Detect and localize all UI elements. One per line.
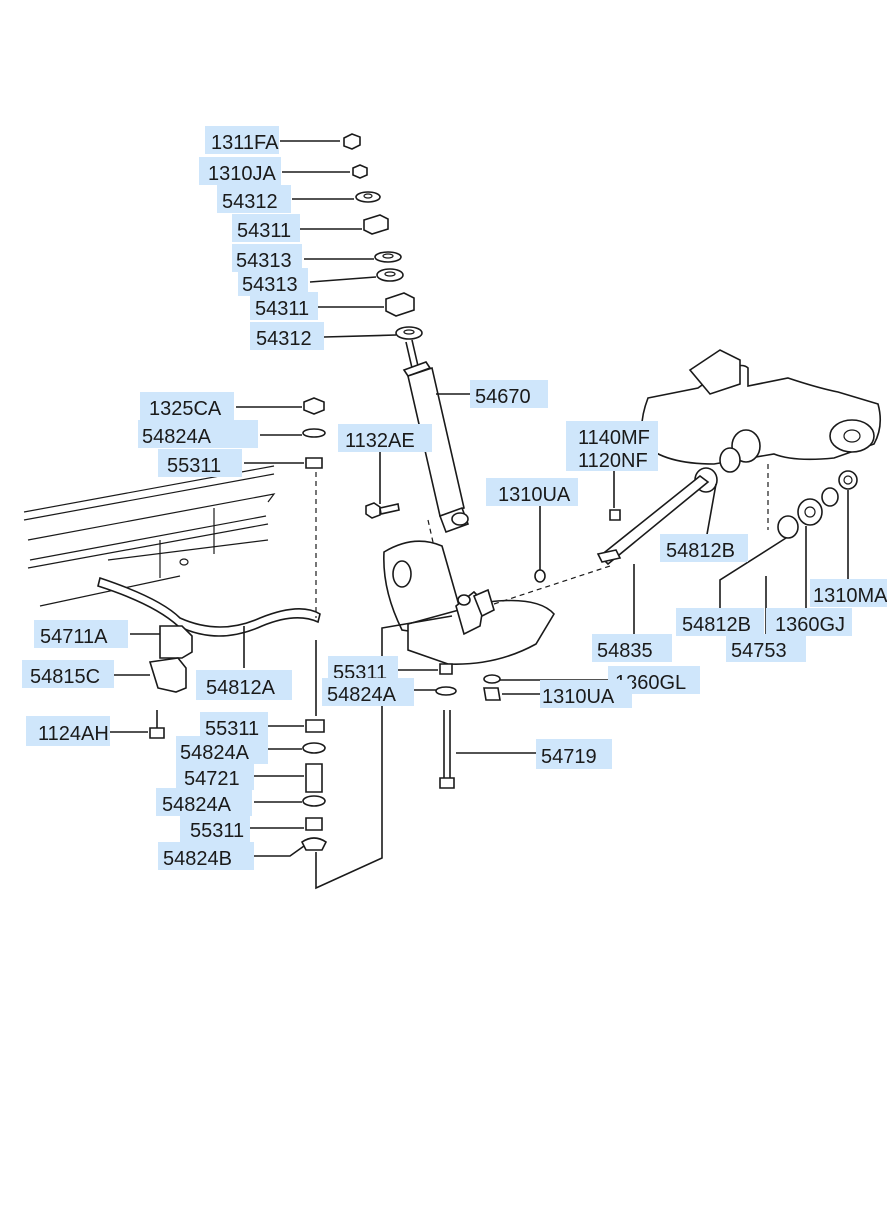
svg-text:54311: 54311 xyxy=(237,220,291,242)
svg-text:54812B: 54812B xyxy=(666,540,735,562)
callout-55311-upper: 55311 xyxy=(158,449,242,477)
svg-text:55311: 55311 xyxy=(190,820,244,842)
callout-54719: 54719 xyxy=(536,739,612,769)
callout-54313-b: 54313 xyxy=(238,268,308,296)
callout-1360GJ: 1360GJ xyxy=(766,608,852,636)
svg-text:54812A: 54812A xyxy=(206,677,276,699)
callout-54312-top: 54312 xyxy=(217,185,291,213)
drawing-lower-bolt xyxy=(435,663,501,789)
drawing-link-stack xyxy=(300,397,453,890)
callout-54313-a: 54313 xyxy=(232,244,302,272)
callout-1124AH: 1124AH xyxy=(26,716,110,746)
callout-54812A: 54812A xyxy=(196,670,292,700)
callout-54824A-lower-b: 54824A xyxy=(156,788,252,816)
drawing-shock-stack xyxy=(343,133,423,340)
svg-text:54753: 54753 xyxy=(731,640,787,662)
svg-text:1132AE: 1132AE xyxy=(345,430,415,452)
svg-text:54824B: 54824B xyxy=(163,848,232,870)
callout-1140MF: 1140MF xyxy=(566,421,658,449)
svg-text:1310UA: 1310UA xyxy=(542,686,615,708)
callout-54812B-lower: 54812B xyxy=(676,608,764,636)
svg-text:54721: 54721 xyxy=(184,768,240,790)
svg-text:1360GJ: 1360GJ xyxy=(775,614,845,636)
callout-54812B-upper: 54812B xyxy=(660,534,748,562)
callout-labels: 1311FA 1310JA 54312 54311 54313 54313 54… xyxy=(22,126,887,870)
callout-1132AE: 1132AE xyxy=(338,424,432,452)
callout-1310UA-upper: 1310UA xyxy=(486,478,578,506)
svg-text:54313: 54313 xyxy=(236,250,292,272)
callout-54815C: 54815C xyxy=(22,660,114,688)
svg-text:54312: 54312 xyxy=(222,191,278,213)
callout-1325CA: 1325CA xyxy=(140,392,234,420)
svg-text:54312: 54312 xyxy=(256,328,312,350)
callout-1120NF: 1120NF xyxy=(566,445,658,472)
svg-text:1311FA: 1311FA xyxy=(211,132,279,154)
callout-54824A-lower-a: 54824A xyxy=(176,736,268,764)
svg-text:1360GL: 1360GL xyxy=(615,672,686,694)
svg-text:54711A: 54711A xyxy=(40,626,108,648)
drawing-shock-absorber xyxy=(402,339,470,601)
callout-1310MA: 1310MA xyxy=(810,579,887,607)
svg-text:54812B: 54812B xyxy=(682,614,751,636)
svg-text:54824A: 54824A xyxy=(327,684,397,706)
svg-text:1325CA: 1325CA xyxy=(149,398,222,420)
drawing-spring-seat-bracket xyxy=(383,540,611,665)
svg-text:54824A: 54824A xyxy=(162,794,232,816)
callout-54824B: 54824B xyxy=(158,842,254,870)
svg-text:54313: 54313 xyxy=(242,274,298,296)
callout-54670: 54670 xyxy=(470,380,548,408)
callout-1310UA-lower: 1310UA xyxy=(540,680,632,708)
callout-1311FA: 1311FA xyxy=(205,126,279,154)
svg-text:54311: 54311 xyxy=(255,298,309,320)
svg-text:54670: 54670 xyxy=(475,386,531,408)
svg-text:1124AH: 1124AH xyxy=(38,723,109,745)
callout-55311-lower-a: 55311 xyxy=(200,712,268,740)
callout-54311-bottom: 54311 xyxy=(250,292,318,320)
callout-54753: 54753 xyxy=(726,634,806,662)
drawing-frame-rail xyxy=(23,465,276,607)
callout-54311-top: 54311 xyxy=(232,214,300,242)
drawing-stabilizer-bar xyxy=(97,576,321,739)
svg-text:54835: 54835 xyxy=(597,640,653,662)
svg-text:54824A: 54824A xyxy=(180,742,250,764)
callout-55311-lower-b: 55311 xyxy=(180,814,250,842)
callout-54721: 54721 xyxy=(176,762,254,790)
callout-54835: 54835 xyxy=(592,634,672,662)
callout-1310JA: 1310JA xyxy=(199,157,281,185)
drawing-bolt-1132AE xyxy=(365,502,400,519)
svg-text:54824A: 54824A xyxy=(142,426,212,448)
svg-text:55311: 55311 xyxy=(205,718,259,740)
callout-54312-bottom: 54312 xyxy=(250,322,324,350)
svg-text:54719: 54719 xyxy=(541,746,597,768)
svg-text:1310UA: 1310UA xyxy=(498,484,571,506)
svg-text:54815C: 54815C xyxy=(30,666,100,688)
svg-text:1120NF: 1120NF xyxy=(578,450,648,472)
svg-text:55311: 55311 xyxy=(167,455,221,477)
callout-54711A: 54711A xyxy=(34,620,128,648)
svg-text:1310JA: 1310JA xyxy=(208,163,276,185)
svg-text:1140MF: 1140MF xyxy=(578,427,650,449)
callout-54824A-middle: 54824A xyxy=(322,678,414,706)
callout-54824A-upper: 54824A xyxy=(138,420,258,448)
svg-text:1310MA: 1310MA xyxy=(813,585,887,607)
